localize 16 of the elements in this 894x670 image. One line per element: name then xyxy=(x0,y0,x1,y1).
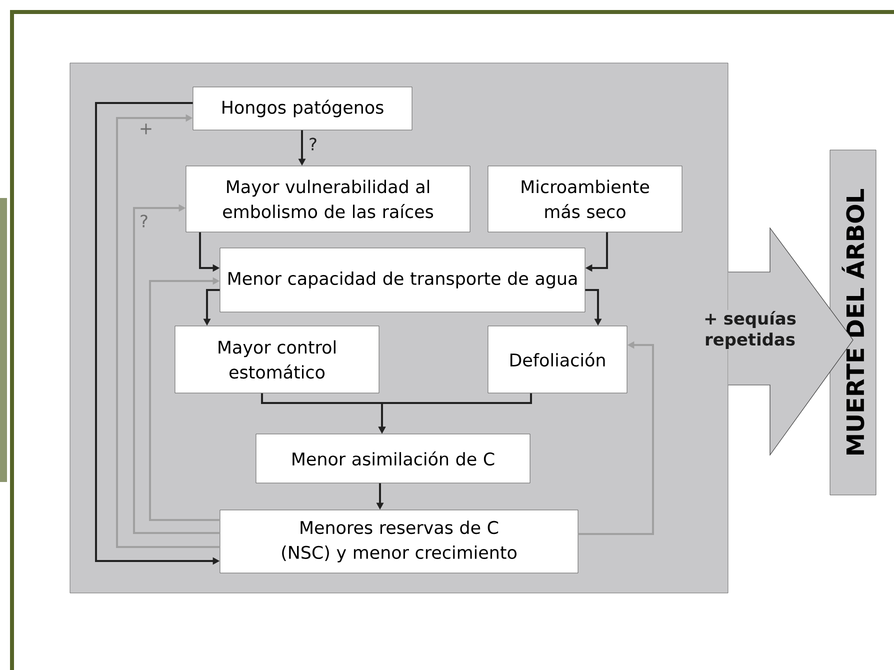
edge-label: + sequías repetidas xyxy=(695,310,805,350)
process-box: Defoliación xyxy=(488,326,628,394)
arrow xyxy=(133,204,220,534)
edge-label: ? xyxy=(308,136,318,152)
process-box: Menores reservas de C (NSC) y menor crecimiento xyxy=(220,510,578,574)
process-box: Menor asimilación de C xyxy=(256,434,530,484)
process-box: Hongos patógenos xyxy=(192,86,412,130)
process-box: Microambiente más seco xyxy=(488,166,682,232)
process-box: Mayor control estomático xyxy=(174,326,380,394)
arrow xyxy=(149,277,220,521)
process-box: Mayor vulnerabilidad al embolismo de las raíces xyxy=(186,166,470,232)
edge-label: ? xyxy=(138,214,150,228)
edge-label: + xyxy=(138,122,154,136)
process-box: Menor capacidad de transporte de agua xyxy=(220,248,586,312)
arrow xyxy=(116,114,220,548)
outcome-box: MUERTE DEL ÁRBOL xyxy=(830,150,876,496)
